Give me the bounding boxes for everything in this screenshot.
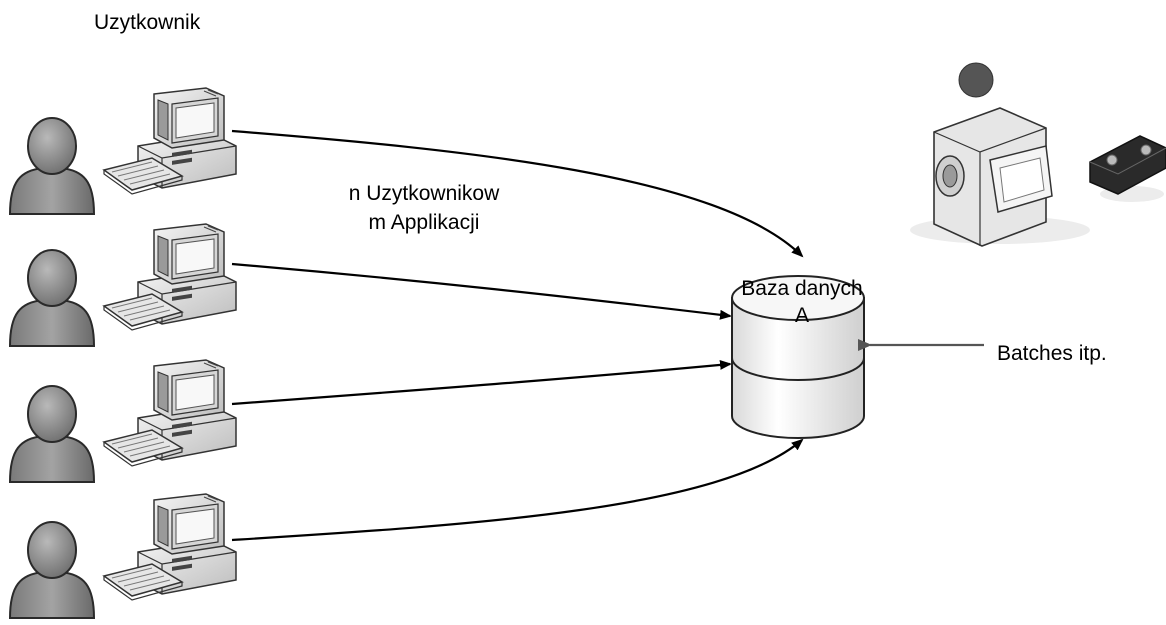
user-icon <box>9 521 95 619</box>
connection-arrow-4 <box>231 438 804 542</box>
user-row-1 <box>9 87 237 215</box>
computer-icon <box>103 223 237 331</box>
user-icon <box>9 385 95 483</box>
user-row-2 <box>9 223 237 347</box>
connections-label: n Uzytkownikow m Applikacji <box>314 179 534 237</box>
computer-icon <box>103 87 237 195</box>
video-camera-icon <box>910 62 1090 247</box>
connection-arrow-1 <box>231 129 804 258</box>
connection-arrow-3 <box>231 359 732 406</box>
database-label: Baza danych A <box>712 275 892 329</box>
user-row-4 <box>9 493 237 619</box>
connection-arrow-2 <box>231 262 732 320</box>
computer-icon <box>103 493 237 601</box>
computer-icon <box>103 359 237 467</box>
database-label-line1: Baza danych <box>741 277 863 300</box>
batches-label: Batches itp. <box>997 342 1107 365</box>
user-icon <box>9 249 95 347</box>
video-cassette-icon <box>1089 135 1166 202</box>
diagram-title: Uzytkownik <box>94 11 201 34</box>
user-icon <box>9 117 95 215</box>
database-label-line2: A <box>794 304 809 327</box>
connections-label-line2: m Applikacji <box>368 211 480 234</box>
connections-label-line1: n Uzytkownikow <box>348 182 500 205</box>
database-icon <box>731 275 865 439</box>
user-row-3 <box>9 359 237 483</box>
